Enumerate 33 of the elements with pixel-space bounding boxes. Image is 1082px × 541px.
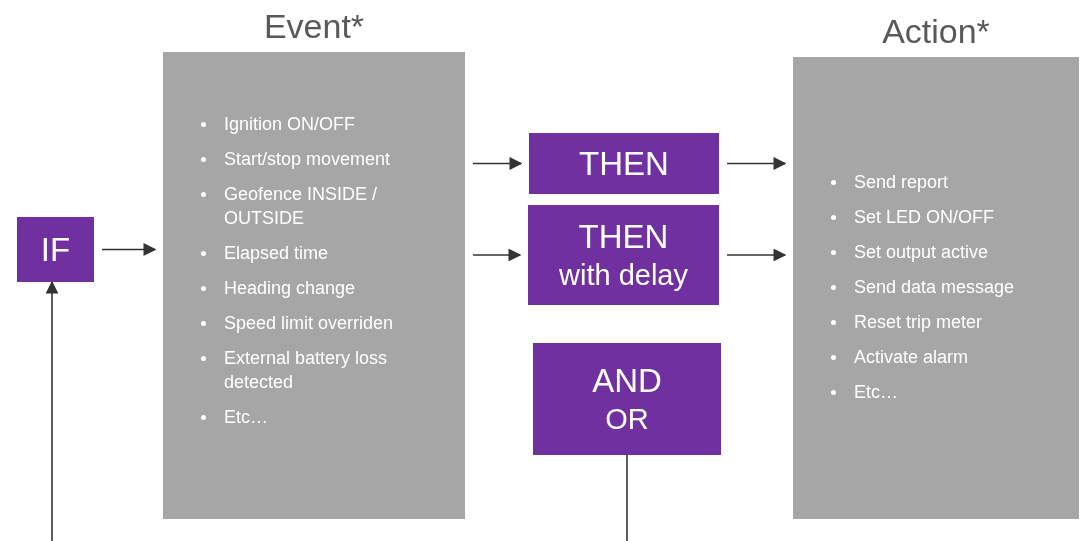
box-label: THEN xyxy=(578,217,669,257)
logic-box xyxy=(529,133,719,194)
arrow xyxy=(726,248,787,262)
box-label: AND xyxy=(592,361,662,401)
list-item: External battery loss detected xyxy=(224,347,389,394)
list-item: Elapsed time xyxy=(224,242,330,265)
list-item: Activate alarm xyxy=(854,346,970,369)
logic-box xyxy=(528,205,719,305)
list-item: Speed limit overriden xyxy=(224,312,395,335)
list-item: Set LED ON/OFF xyxy=(854,206,996,229)
logic-box xyxy=(533,343,721,455)
arrow xyxy=(726,157,787,170)
box-label: OR xyxy=(605,402,649,437)
list-item: Reset trip meter xyxy=(854,311,984,334)
list-item: Etc… xyxy=(854,381,899,404)
logic-box xyxy=(17,217,94,282)
list-item: Heading change xyxy=(224,277,357,300)
arrow xyxy=(472,157,523,170)
arrow xyxy=(472,248,522,262)
list-item: Start/stop movement xyxy=(224,148,392,171)
box-label: IF xyxy=(40,229,71,270)
list-item: Set output active xyxy=(854,241,990,264)
column-heading: Event* xyxy=(262,6,366,46)
list-item: Etc… xyxy=(224,406,269,429)
list-item: Send data message xyxy=(854,276,1016,299)
arrow xyxy=(101,243,157,256)
box-label: with delay xyxy=(559,258,688,293)
arrow xyxy=(45,280,59,541)
box-label: THEN xyxy=(579,143,669,184)
list-item: Ignition ON/OFF xyxy=(224,113,357,136)
list-item: Send report xyxy=(854,171,950,194)
column-heading: Action* xyxy=(881,11,991,51)
list-item: Geofence INSIDE / OUTSIDE xyxy=(224,183,379,230)
